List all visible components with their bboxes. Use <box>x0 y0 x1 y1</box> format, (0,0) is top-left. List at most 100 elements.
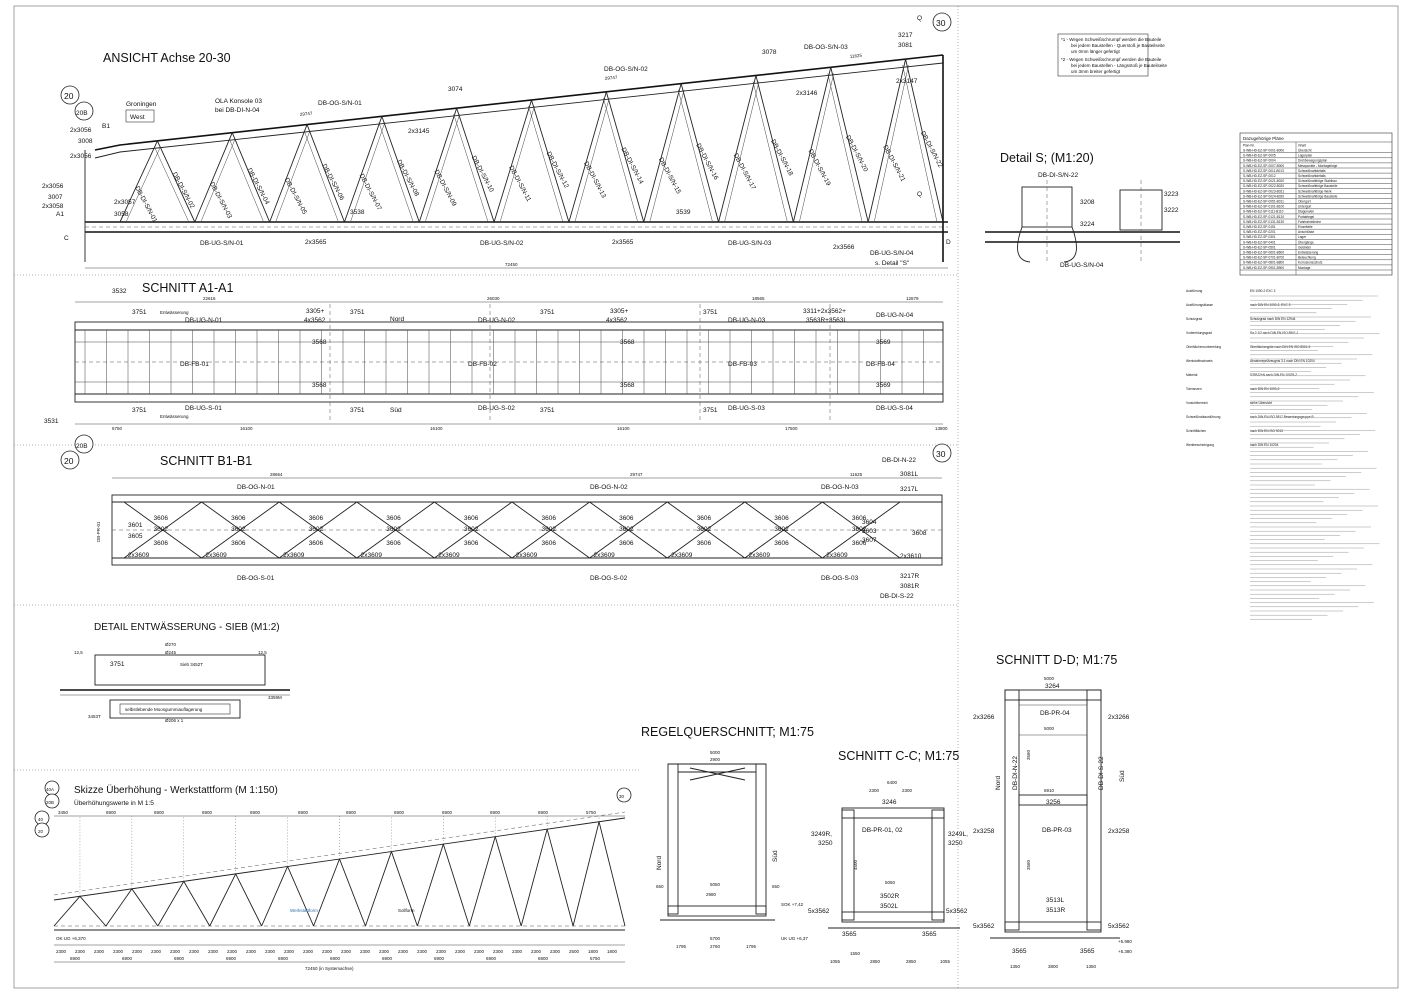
dim-value: 2300 <box>151 949 162 954</box>
ref-label: 3224 <box>1080 221 1095 228</box>
ref-label: 3250 <box>948 840 963 847</box>
dim-value: 2300 <box>94 949 105 954</box>
ref-label: 3058 <box>114 211 129 218</box>
dim-value: 16100 <box>430 426 443 431</box>
dim-value: 12,5 <box>74 650 83 655</box>
truss-diagonal <box>269 124 308 223</box>
ref-label: 3008 <box>78 138 93 145</box>
ref-label: 3222 <box>1164 207 1179 214</box>
chord-label: DB-DI-N-22 <box>882 457 916 464</box>
diagonal-label: DB-DI-S/N-22 <box>919 130 944 169</box>
dim-value: 3560 <box>1026 859 1031 870</box>
ref-label: 3565 <box>1012 948 1027 955</box>
ref-label: 3078 <box>762 49 777 56</box>
ref-label: 3606 <box>464 540 479 547</box>
skizze-title: Skizze Überhöhung - Werkstattform (M 1:1… <box>74 784 278 796</box>
dim-value: 2300 <box>550 949 561 954</box>
ref-label: 3606 <box>697 540 712 547</box>
skizze-top-chord-sollform <box>53 811 626 896</box>
ref-label: 2x3609 <box>671 552 693 559</box>
axis-marker <box>616 787 632 803</box>
plan-content: Schweißnahtdetails <box>1298 174 1326 178</box>
ansicht-view: ANSICHT Achse 20-30 20 20B 30 Groningen … <box>42 12 952 269</box>
ref-label: 4x3562 <box>304 317 326 324</box>
plan-number: S-WB-HD-EZ-SP-0151 <box>1243 225 1276 229</box>
truss-diagonal-edge <box>752 81 788 223</box>
dim-value: 2300 <box>265 949 276 954</box>
kote-label: UK UG +6,37 <box>781 936 808 941</box>
note-line: bei jedem Baustellen - Längsstoß je Baut… <box>1071 63 1168 68</box>
top-chord-label-3: DB-OG-S/N-03 <box>804 44 848 51</box>
dim-value: 6900 <box>538 810 549 815</box>
ref-label: 3074 <box>448 86 463 93</box>
plan-number: S-WB-HD-EZ-SP-0012 <box>1243 174 1276 178</box>
dim-value: 2300 <box>512 949 523 954</box>
dim-value: 26030 <box>487 296 500 301</box>
ref-label: 3565 <box>1080 948 1095 955</box>
skizze-diagonal <box>157 881 185 927</box>
plan-number: S-WB-HD-EZ-SP-0021-B020 <box>1243 179 1284 183</box>
dim-value: 2300 <box>436 949 447 954</box>
dim-value: 16100 <box>240 426 253 431</box>
ref-label: 3603 <box>862 528 877 535</box>
dim-value: 2300 <box>322 949 333 954</box>
label-entwaesserung: Entwässerung <box>160 310 189 315</box>
ref-label: 3751 <box>350 309 365 316</box>
spec-key: Schutzgrad <box>1186 317 1202 321</box>
plan-content: Untergurt <box>1298 205 1311 209</box>
spec-key: Material <box>1186 373 1198 377</box>
ref-label: 3217 <box>898 32 913 39</box>
dim-value: 2300 <box>902 788 913 793</box>
skizze-diagonal <box>339 858 366 927</box>
truss-diagonal <box>231 132 271 223</box>
dim-value: 6900 <box>154 810 165 815</box>
bracing-member <box>434 501 513 559</box>
plan-table-title: Dazugehörige Pläne <box>1243 136 1284 141</box>
plan-number: S-WB-HD-EZ-SP-0101-B100 <box>1243 205 1284 209</box>
ref-label: 3751 <box>540 309 555 316</box>
plan-number: S-WB-HD-EZ-SP-0131-B130 <box>1243 220 1284 224</box>
ref-label: 3568 <box>312 339 327 346</box>
ref-label: 3264 <box>1045 683 1060 690</box>
plan-number: S-WB-HD-EZ-SP-0901-B900 <box>1243 266 1284 270</box>
chord-label: DB-UG-N-02 <box>478 317 516 324</box>
entwaesserung-title: DETAIL ENTWÄSSERUNG - SIEB (M1:2) <box>94 621 280 633</box>
truss-diagonal <box>306 124 345 223</box>
truss-diagonal <box>755 75 794 223</box>
ref-label: 2x3609 <box>438 552 460 559</box>
dim-value: 3800 <box>1048 964 1059 969</box>
d-portal-upper <box>1018 704 1088 736</box>
truss-diagonal <box>568 91 607 223</box>
ref-label: 3606 <box>309 515 324 522</box>
ref-label: 2x3609 <box>749 552 771 559</box>
truss-diagonal <box>456 108 495 223</box>
note-line: um 3mm breiter gefertigt <box>1071 69 1121 74</box>
ref-label: 3607 <box>862 537 877 544</box>
bracing-member <box>278 501 358 559</box>
axis-marker-30 <box>932 12 952 32</box>
note-line: *2 - Wegen Schweißschrumpf werden die Ba… <box>1061 57 1162 62</box>
bracing-member <box>356 501 435 559</box>
truss-diagonal <box>643 83 682 223</box>
ref-label: 3531 <box>44 418 59 425</box>
top-chord-inner <box>94 62 944 159</box>
diagonal-label: DB-DI-S/N-08 <box>395 159 420 198</box>
dim-value: 12,5 <box>258 650 267 655</box>
spec-key: Vorbereitungsgrad <box>1186 331 1212 335</box>
chord-label: DB-OG-S-03 <box>821 575 859 582</box>
dim-value: 6900 <box>538 956 549 961</box>
regel-bracing <box>678 767 756 781</box>
dim-top: 11625 <box>850 53 863 59</box>
dim-value: 29747 <box>630 472 643 477</box>
ref-label: 3602 <box>541 526 556 533</box>
regel-right-post <box>755 763 767 915</box>
skizze-diagonal <box>390 851 418 927</box>
plan-content: Einzelteile <box>1298 225 1313 229</box>
label-sued: Süd <box>390 407 402 414</box>
dim-value: 1350 <box>1010 964 1021 969</box>
spec-value: nach DIN EN 1090-2, EXC 3 <box>1250 303 1291 307</box>
truss-diagonal-edge <box>499 105 535 223</box>
truss-diagonal <box>381 116 420 223</box>
axis-label: 20B <box>46 800 54 805</box>
